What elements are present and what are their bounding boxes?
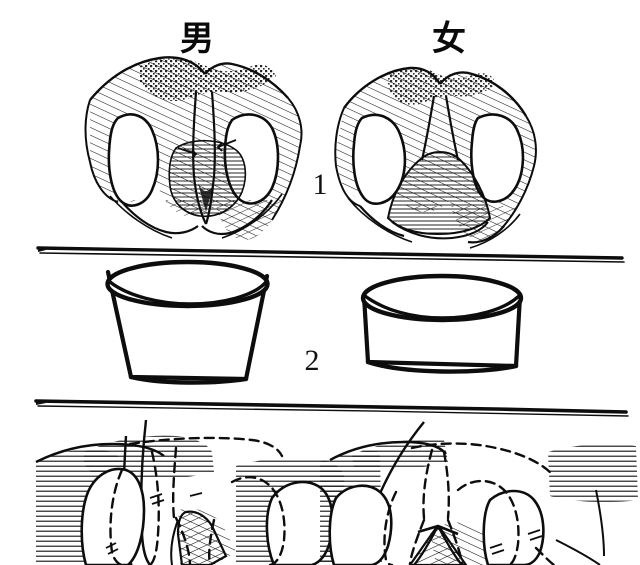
femoral-lobe-left-male xyxy=(80,467,146,565)
obturator-foramen-left xyxy=(107,113,160,207)
subpubic-wedge-male xyxy=(176,510,228,565)
column-heading-female: 女 xyxy=(432,19,466,59)
sacral-crest-texture xyxy=(140,58,276,102)
illustration-row3-female xyxy=(320,421,638,565)
divider-row1-row2 xyxy=(36,246,625,263)
sacral-crest-texture-female xyxy=(388,68,496,106)
row-number-2: 2 xyxy=(304,344,320,377)
dashed-overlay-female xyxy=(383,442,556,565)
obturator-foramen-right-female xyxy=(470,113,525,203)
illustration-row1-female-detail xyxy=(334,66,537,249)
obturator-foramen-left-female xyxy=(352,113,407,205)
row-number-1: 1 xyxy=(312,168,328,201)
femoral-lobe-left-female xyxy=(328,484,393,565)
column-heading-male: 男 xyxy=(180,19,214,59)
illustration-row2-female xyxy=(360,273,524,374)
divider-row2-row3 xyxy=(34,399,629,417)
illustration-row3-male xyxy=(35,419,346,565)
illustration-row2-male xyxy=(105,259,270,385)
